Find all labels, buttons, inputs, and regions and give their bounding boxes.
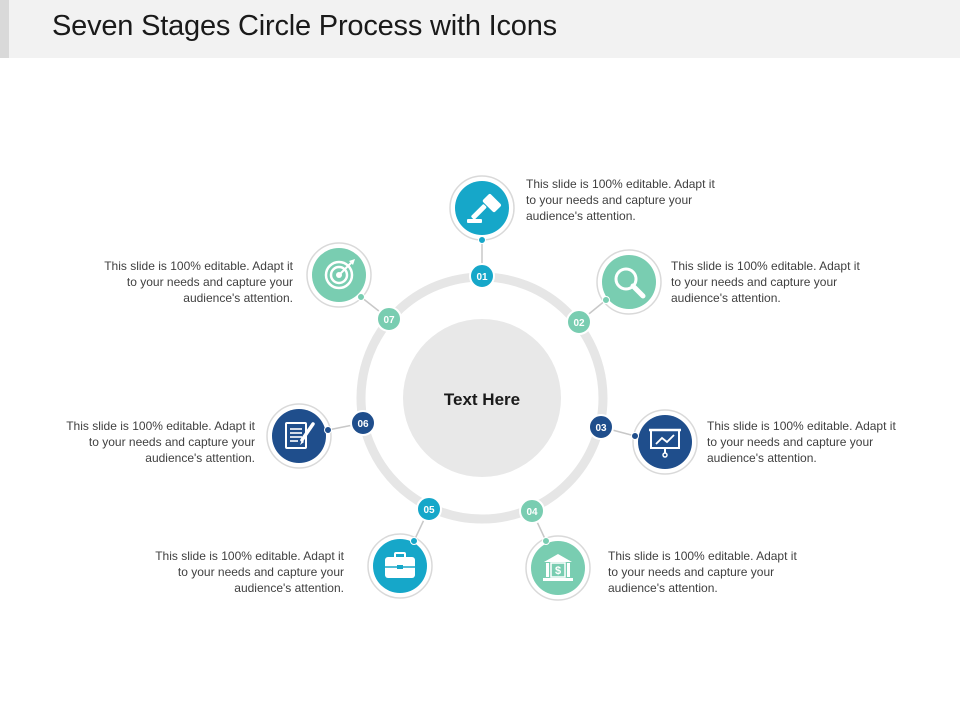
icon-circle-02 — [602, 255, 656, 309]
connector-dot-02 — [602, 296, 610, 304]
badge-number-06: 06 — [357, 419, 369, 430]
stage-07: 07 — [306, 242, 402, 332]
bank-icon: $ — [543, 554, 573, 581]
center-label: Text Here — [444, 390, 520, 409]
badge-01 — [469, 263, 495, 289]
badge-02 — [566, 309, 592, 335]
slide-title: Seven Stages Circle Process with Icons — [52, 10, 557, 42]
svg-text:$: $ — [555, 565, 561, 577]
badge-number-05: 05 — [423, 505, 435, 516]
title-bar: Seven Stages Circle Process with Icons — [0, 0, 960, 58]
connector-dot-03 — [631, 432, 639, 440]
connector-dot-05 — [410, 537, 418, 545]
badge-03 — [588, 414, 614, 440]
stage-03: 03 — [588, 409, 698, 475]
briefcase-icon — [385, 552, 415, 578]
stage-07-description: This slide is 100% editable. Adapt it to… — [104, 259, 293, 305]
title-accent — [0, 0, 9, 58]
target-icon — [324, 259, 355, 290]
document-pen-icon — [285, 422, 315, 449]
magnifier-icon — [614, 267, 646, 299]
badge-05 — [416, 496, 442, 522]
icon-circle-04 — [531, 541, 585, 595]
stage-02: 02 — [566, 249, 662, 335]
icon-circle-06 — [272, 409, 326, 463]
stage-05: 05 — [367, 496, 442, 599]
stage-06: 06 — [266, 403, 376, 469]
badge-number-07: 07 — [383, 315, 395, 326]
stage-03-description: This slide is 100% editable. Adapt it to… — [707, 419, 896, 465]
stage-01: 01 — [449, 175, 515, 289]
stage-01-description: This slide is 100% editable. Adapt it to… — [526, 177, 715, 223]
stage-06-description: This slide is 100% editable. Adapt it to… — [66, 419, 255, 465]
center-circle — [403, 319, 561, 477]
connector-dot-06 — [324, 426, 332, 434]
stage-04: $ 04 — [519, 498, 591, 601]
gavel-icon — [467, 193, 501, 223]
stage-04-description: This slide is 100% editable. Adapt it to… — [608, 549, 797, 595]
badge-number-02: 02 — [573, 318, 585, 329]
presentation-chart-icon — [649, 428, 681, 458]
badge-number-01: 01 — [476, 272, 488, 283]
badge-07 — [376, 306, 402, 332]
connector-dot-04 — [542, 537, 550, 545]
badge-number-04: 04 — [526, 507, 538, 518]
badge-04 — [519, 498, 545, 524]
connector-dot-07 — [357, 293, 365, 301]
stage-02-description: This slide is 100% editable. Adapt it to… — [671, 259, 860, 305]
connector-dot-01 — [478, 236, 486, 244]
icon-circle-03 — [638, 415, 692, 469]
badge-number-03: 03 — [595, 423, 607, 434]
stage-05-description: This slide is 100% editable. Adapt it to… — [155, 549, 344, 595]
badge-06 — [350, 410, 376, 436]
